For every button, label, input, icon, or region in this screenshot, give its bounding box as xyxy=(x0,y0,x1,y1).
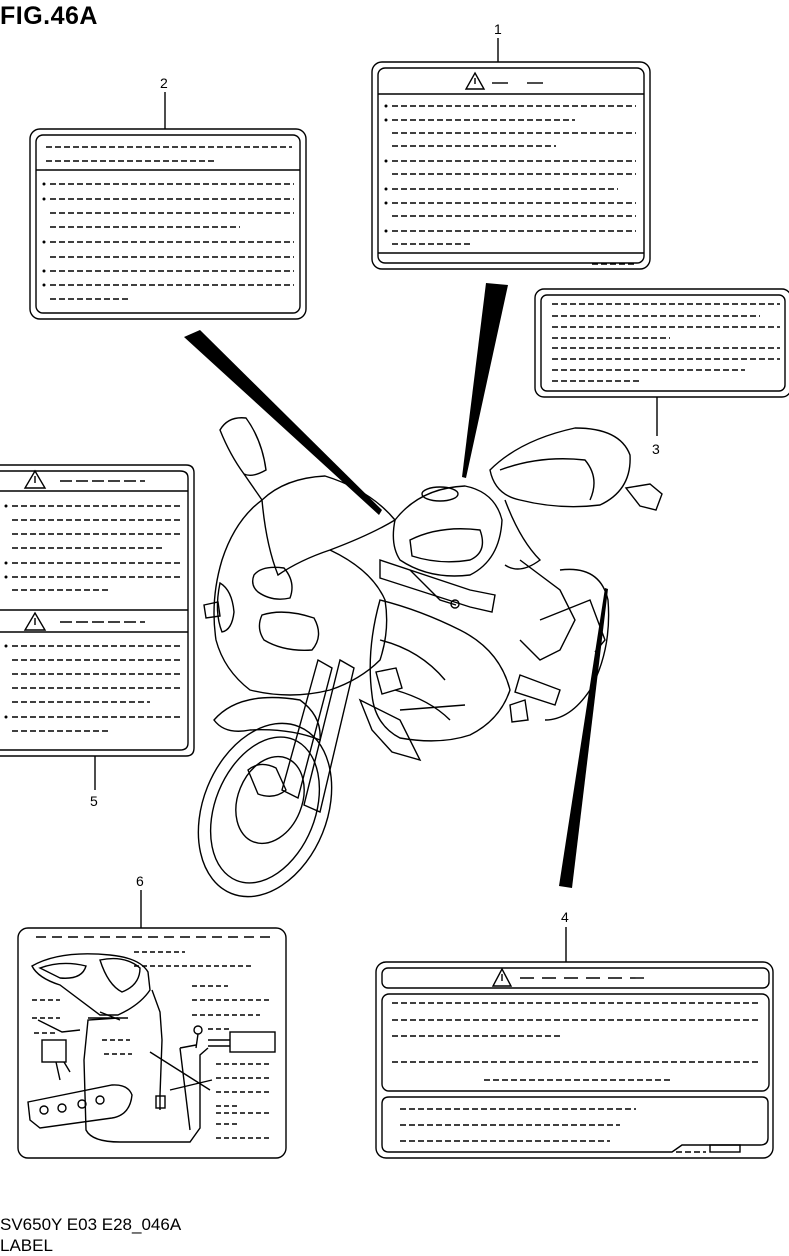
label-4-warning-icon xyxy=(491,967,513,987)
callout-4: 4 xyxy=(561,909,569,925)
label-6-harness-illustration xyxy=(27,953,276,1143)
label-5-panel xyxy=(0,464,195,757)
label-2-panel xyxy=(29,128,307,320)
label-4-panel xyxy=(375,961,774,1159)
callout-6: 6 xyxy=(136,873,144,889)
callout-5: 5 xyxy=(90,793,98,809)
label-5-warning-icon-bottom xyxy=(23,611,47,631)
figure-title: FIG.46A xyxy=(0,2,98,30)
label-1-panel xyxy=(371,61,651,270)
motorcycle-illustration xyxy=(197,417,663,898)
callout-1: 1 xyxy=(494,21,502,37)
model-code: SV650Y E03 E28_046A xyxy=(0,1215,182,1234)
callout-2: 2 xyxy=(160,75,168,91)
label-6-panel xyxy=(17,927,287,1159)
callout-3: 3 xyxy=(652,441,660,457)
section-name: LABEL xyxy=(0,1236,53,1255)
label-5-warning-icon-top xyxy=(23,469,47,489)
label-3-panel xyxy=(534,288,789,398)
label-1-warning-icon xyxy=(464,71,486,90)
leader-pointers xyxy=(184,283,608,888)
